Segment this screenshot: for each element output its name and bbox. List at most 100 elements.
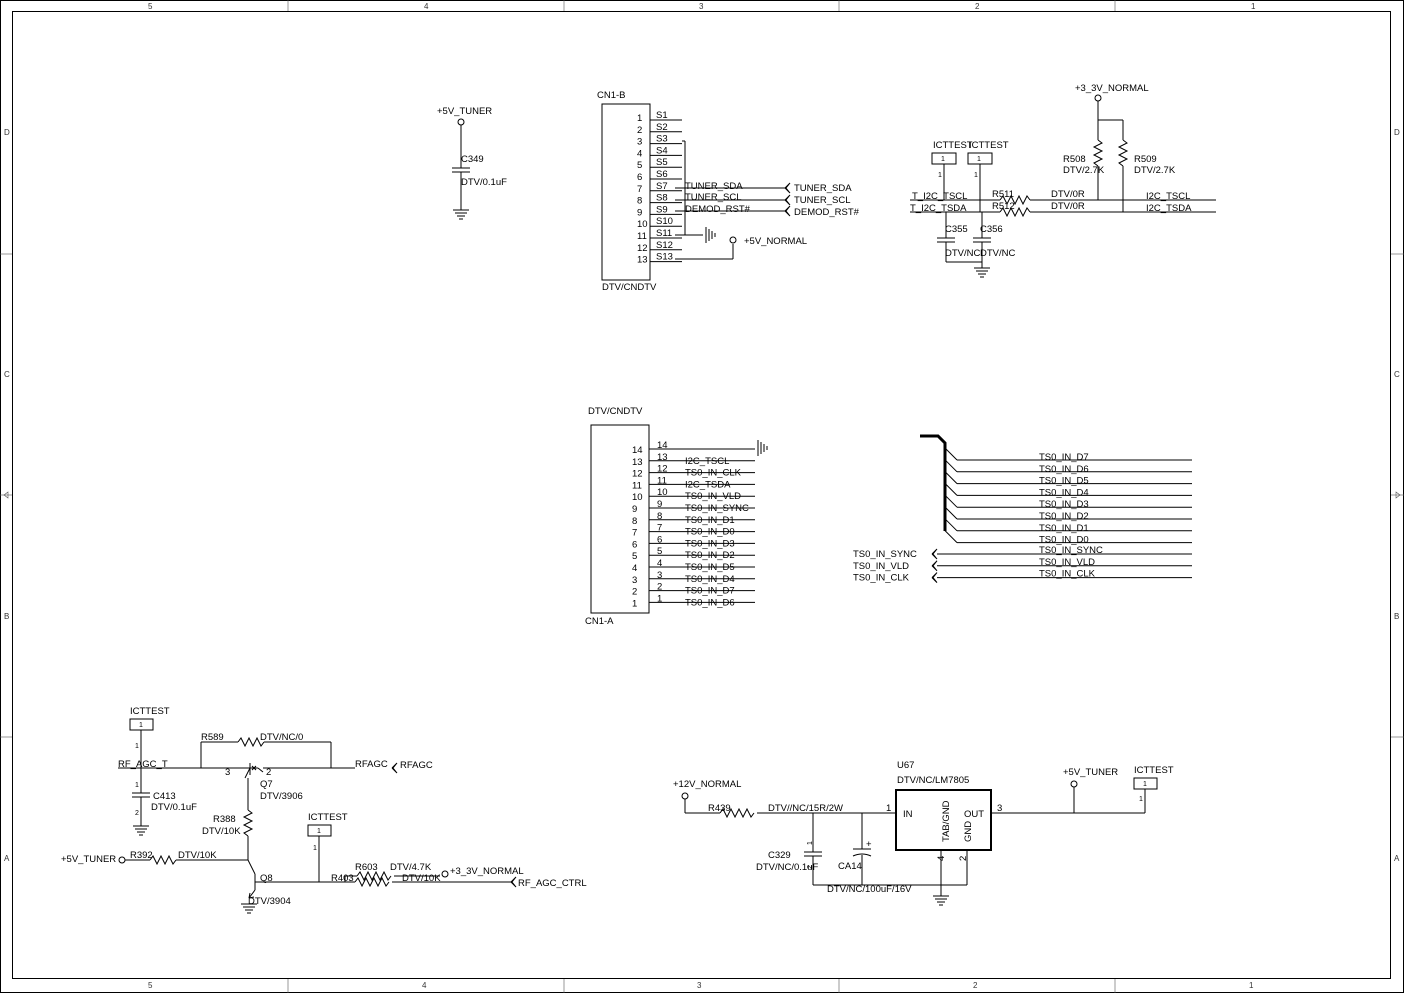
port-icon	[510, 876, 517, 888]
pin-number-outside: 9	[657, 499, 662, 510]
regulator-body	[895, 789, 992, 851]
pin-number-outside: 5	[657, 546, 662, 557]
ref-label: R508	[1063, 154, 1086, 165]
pin-number: 13	[632, 457, 643, 468]
net-label: I2C_TSCL	[685, 456, 729, 467]
net-label: DEMOD_RST#	[685, 204, 751, 215]
value-label: DTV/3906	[260, 791, 303, 802]
column-label-top: 3	[699, 2, 704, 11]
ground-icon	[241, 903, 257, 914]
net-label: T_I2C_TSDA	[910, 203, 967, 214]
testpoint-label: ICTTEST	[1134, 765, 1174, 776]
pin-name: S11	[656, 228, 672, 239]
column-label-bottom: 2	[973, 981, 978, 990]
net-label: TS0_IN_SYNC	[1039, 545, 1103, 556]
power-label: +12V_NORMAL	[673, 779, 741, 790]
column-label-top: 1	[1251, 2, 1256, 11]
row-label-left: A	[4, 854, 10, 863]
pin-name: S2	[656, 122, 668, 133]
column-label-top: 4	[424, 2, 429, 11]
pin-label: TAB/GND	[941, 800, 952, 842]
bus-entry	[944, 459, 958, 473]
row-label-left: D	[4, 128, 10, 137]
ref-label: CN1-A	[585, 616, 614, 627]
ts-bus-lines: TS0_IN_D7TS0_IN_D6TS0_IN_D5TS0_IN_D4TS0_…	[944, 447, 1192, 546]
pin-number: 1	[632, 598, 637, 609]
pin-name: S7	[656, 181, 668, 192]
port-icon	[931, 560, 938, 572]
pin-name: S4	[656, 145, 668, 156]
net-label: TS0_IN_CLK	[685, 468, 742, 479]
ref-label: U67	[897, 760, 914, 771]
pin-number: 12	[632, 469, 643, 480]
connector-body	[590, 424, 650, 614]
row-label-right: B	[1394, 612, 1399, 621]
pin-number: 1	[1143, 781, 1147, 788]
port-icon	[391, 762, 398, 774]
net-label: TS0_IN_VLD	[1039, 557, 1095, 568]
power-symbol	[729, 236, 737, 244]
pin-number: 1	[807, 841, 814, 845]
row-label-right: D	[1394, 128, 1400, 137]
ts-ctrl-lines: TS0_IN_SYNCTS0_IN_SYNCTS0_IN_VLDTS0_IN_V…	[853, 545, 1192, 584]
bus-entry	[944, 483, 958, 496]
port-icon	[784, 182, 791, 194]
i2c-pullup-block: +3_3V_NORMAL R508 DTV/2.7K R509 DTV/2.7K…	[910, 83, 1216, 278]
pin-number: 2	[637, 125, 642, 136]
ref-label: R589	[201, 732, 224, 743]
port-label: TS0_IN_VLD	[853, 561, 909, 572]
pin-number: 1	[941, 156, 945, 163]
ground-icon	[757, 440, 768, 456]
testpoint-label: ICTTEST	[969, 140, 1009, 151]
ts-bus-block: TS0_IN_D7TS0_IN_D6TS0_IN_D5TS0_IN_D4TS0_…	[853, 434, 1192, 584]
ref-label: R388	[213, 814, 236, 825]
ground-icon	[453, 209, 469, 220]
ref-label: C349	[461, 154, 484, 165]
power-label: +5V_TUNER	[61, 854, 116, 865]
pin-number: 8	[637, 196, 642, 207]
pin-name: S13	[656, 252, 673, 263]
row-label-right: A	[1394, 854, 1400, 863]
resistor-icon	[237, 736, 265, 748]
bus-entry	[944, 506, 958, 520]
column-label-bottom: 5	[148, 981, 153, 990]
pin-number: 6	[632, 539, 637, 550]
pin-number: 1	[139, 722, 143, 729]
bus-entry	[944, 494, 958, 508]
value-label: DTV/NC	[980, 248, 1016, 259]
value-label: DTV/10K	[402, 873, 441, 884]
net-label: TS0_IN_VLD	[685, 491, 741, 502]
net-label: RFAGC	[355, 759, 388, 770]
net-label: T_I2C_TSCL	[912, 191, 967, 202]
transistor-q8-icon	[247, 859, 300, 899]
power-label: +5V_TUNER	[437, 106, 492, 117]
pin-name: S3	[656, 134, 668, 145]
port-icon	[784, 205, 791, 217]
port-label: DEMOD_RST#	[794, 207, 860, 218]
testpoint-label: ICTTEST	[130, 706, 170, 717]
net-label: TS0_IN_D4	[1039, 487, 1089, 498]
pin-name: S6	[656, 169, 668, 180]
resistor-icon	[356, 870, 392, 882]
net-label: TS0_IN_D6	[1039, 464, 1089, 475]
value-label: DTV/0R	[1051, 201, 1085, 212]
ref-label: C329	[768, 850, 791, 861]
pin-name: S8	[656, 193, 668, 204]
net-label: TS0_IN_D6	[685, 597, 735, 608]
net-label: TS0_IN_D1	[685, 515, 735, 526]
bus-entry	[944, 518, 958, 532]
column-label-bottom: 3	[697, 981, 702, 990]
port-label: TUNER_SCL	[794, 195, 851, 206]
pin-name: S1	[656, 110, 668, 121]
pin-number: 1	[135, 782, 139, 789]
pin-label: IN	[903, 809, 913, 820]
net-label: TS0_IN_SYNC	[685, 503, 749, 514]
pin-number-outside: 11	[657, 475, 667, 486]
net-label: TS0_IN_D5	[1039, 476, 1089, 487]
pin-number-outside: 13	[657, 452, 668, 463]
ref-label: CA14	[838, 861, 862, 872]
value-label: DTV/10K	[178, 850, 217, 861]
pin-label: GND	[963, 821, 974, 842]
